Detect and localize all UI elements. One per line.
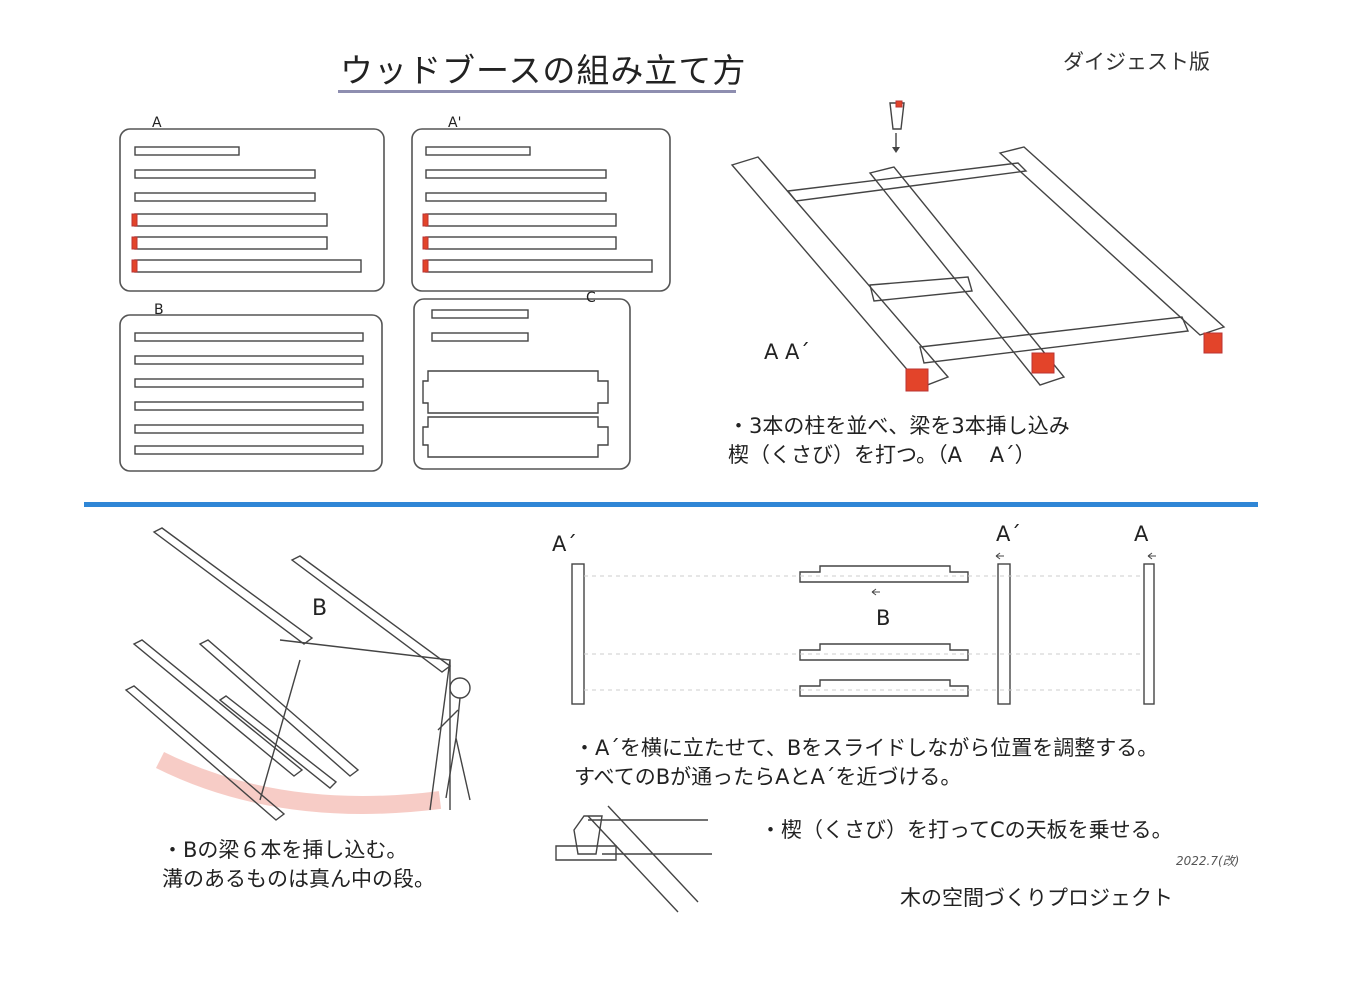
step2-note: ・Bの梁６本を挿し込む。 溝のあるものは真ん中の段。: [162, 838, 435, 891]
step2-beam-insertion-illustration: [124, 527, 471, 821]
panel-c-frame: [413, 298, 631, 470]
title-underline: [338, 90, 736, 93]
parts-illustration: [119, 128, 671, 472]
panel-b-frame: [119, 314, 383, 472]
page-title: ウッドブースの組み立て方: [340, 51, 747, 90]
step3-note: ・A´を横に立たせて、Bをスライドしながら位置を調整する。 すべてのBが通ったら…: [574, 736, 1159, 789]
panel-a2-beams: [425, 146, 653, 273]
step3-label-a-right: A: [1134, 522, 1149, 546]
step1-part-labels: A A´: [764, 340, 810, 364]
edition-label: ダイジェスト版: [1063, 50, 1210, 74]
panel-a-frame: [119, 128, 385, 292]
step3-slide-illustration: [571, 552, 1156, 705]
panel-b-beams: [134, 332, 364, 455]
panel-a-beams: [134, 146, 362, 273]
panel-c-parts: [422, 309, 609, 458]
step1-note: ・3本の柱を並べ、梁を3本挿し込み 楔（くさび）を打つ。（A A´）: [728, 414, 1070, 467]
step2-label-b: B: [312, 596, 328, 621]
panel-a2-label: A': [448, 115, 462, 131]
step3-label-a2-mid: A´: [996, 522, 1021, 546]
section-divider: [84, 502, 1258, 507]
step4-wedge-illustration: [555, 805, 712, 913]
panel-c-label: C: [586, 290, 596, 306]
panel-b-label: B: [154, 302, 164, 318]
panel-a2-frame: [411, 128, 671, 292]
revision-date: 2022.7(改): [1176, 854, 1240, 868]
panel-a-label: A: [152, 115, 162, 131]
project-name: 木の空間づくりプロジェクト: [900, 886, 1173, 910]
step3-label-a2-left: A´: [552, 532, 577, 556]
step3-label-b: B: [876, 606, 891, 630]
step4-note: ・楔（くさび）を打ってCの天板を乗せる。: [760, 818, 1173, 842]
step1-frame-illustration: [730, 100, 1226, 392]
